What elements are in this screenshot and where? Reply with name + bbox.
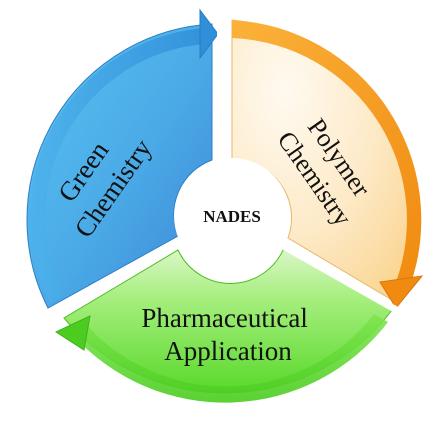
orange-arrow-band	[232, 20, 422, 292]
segment-pharmaceutical-application: Pharmaceutical Application	[54, 247, 393, 403]
segment-green-chemistry: Green Chemistry	[26, 8, 219, 309]
svg-text:Pharmaceutical Applicati: Pharmaceutical Application	[141, 303, 314, 366]
blue-arrowhead-icon	[199, 8, 219, 60]
separator-right	[278, 240, 402, 316]
center-label: NADES	[203, 207, 261, 226]
blue-sector	[26, 23, 213, 309]
center-hub: NADES	[174, 158, 290, 274]
pharmaceutical-line2: Application	[164, 336, 292, 366]
pharmaceutical-line1: Pharmaceutical	[141, 303, 307, 333]
separator-left	[44, 238, 182, 320]
orange-arrowhead-icon	[379, 275, 424, 309]
segment-polymer-chemistry: Polymer Chemistry	[231, 19, 424, 309]
green-arrowhead-icon	[54, 315, 91, 351]
blue-arrow-band	[30, 28, 205, 302]
green-arrow-band	[72, 314, 388, 403]
center-circle	[174, 158, 290, 274]
segment-separators	[44, 20, 402, 320]
